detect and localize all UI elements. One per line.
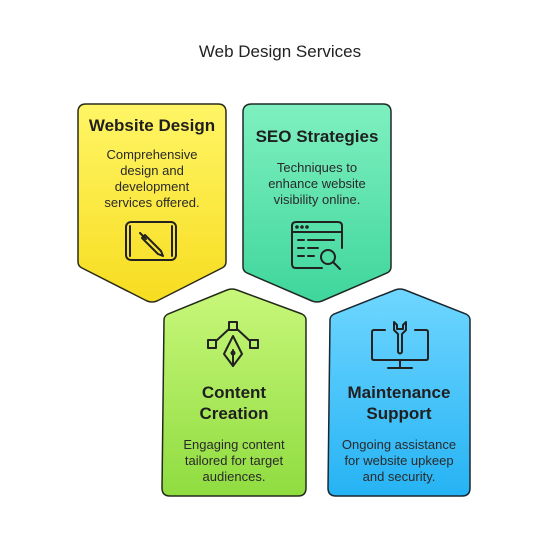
card-website-design-desc-line: services offered. [104, 195, 200, 210]
card-maintenance-support-desc-line: for website upkeep [344, 453, 454, 468]
card-website-design-desc-line: development [114, 179, 190, 194]
card-website-design-description: Comprehensive design and development ser… [78, 147, 226, 211]
card-content-creation-title-line: Creation [199, 404, 269, 423]
card-website-design-desc-line: Comprehensive [106, 147, 198, 162]
card-seo-strategies-description: Techniques to enhance website visibility… [243, 160, 391, 208]
browser-search-icon [291, 221, 343, 270]
diagram-title: Web Design Services [198, 42, 362, 61]
card-maintenance-support-title-line: Maintenance [347, 383, 451, 402]
card-content-creation-desc-line: tailored for target [184, 453, 284, 468]
card-content-creation-title: Content Creation [162, 382, 306, 424]
pen-tool-icon [207, 321, 259, 367]
card-maintenance-support-desc-line: Ongoing assistance [341, 437, 457, 452]
card-content-creation-title-line: Content [201, 383, 267, 402]
card-content-creation-desc-line: audiences. [202, 469, 266, 484]
card-website-design-desc-line: design and [120, 163, 184, 178]
card-content-creation-desc-line: Engaging content [183, 437, 285, 452]
card-content-creation-shape [161, 288, 307, 497]
card-seo-strategies-desc-line: enhance website [268, 176, 366, 191]
card-seo-strategies-desc-line: visibility online. [273, 192, 361, 207]
card-maintenance-support-desc-line: and security. [362, 469, 436, 484]
card-maintenance-support-shape [327, 288, 471, 497]
card-seo-strategies-title: SEO Strategies [255, 127, 379, 146]
card-maintenance-support-title-line: Support [366, 404, 432, 423]
card-website-design-title: Website Design [88, 116, 216, 135]
drawing-tablet-icon [125, 221, 177, 261]
card-content-creation-description: Engaging content tailored for target aud… [162, 437, 306, 485]
card-seo-strategies-shape [242, 103, 392, 303]
card-seo-strategies-desc-line: Techniques to [276, 160, 358, 175]
monitor-wrench-icon [371, 321, 429, 369]
card-website-design-shape [77, 103, 227, 303]
card-maintenance-support-description: Ongoing assistance for website upkeep an… [328, 437, 470, 485]
card-maintenance-support-title: Maintenance Support [328, 382, 470, 424]
